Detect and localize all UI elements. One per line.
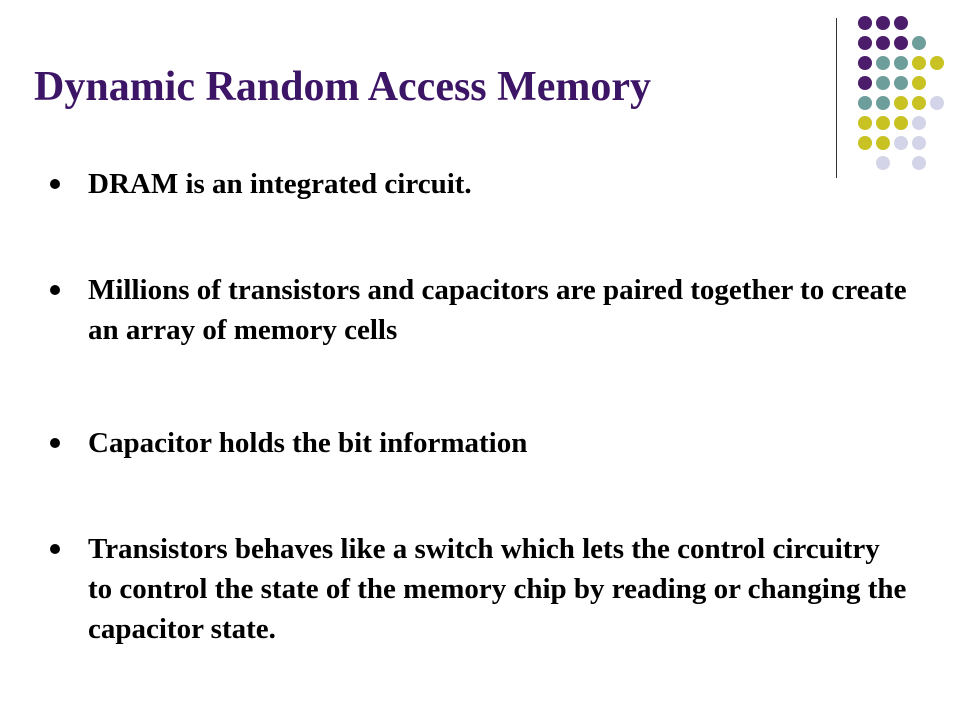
decor-dot [912,56,926,70]
decorative-divider [836,18,837,178]
decor-dot [912,76,926,90]
decor-dot [876,156,890,170]
bullet-text: Millions of transistors and capacitors a… [88,274,907,346]
decor-dot [894,116,908,130]
decor-dot [930,96,944,110]
decor-dot [858,36,872,50]
decor-dot [858,56,872,70]
decor-dot [858,116,872,130]
decor-dot [876,116,890,130]
decor-dot [894,76,908,90]
decor-dot [894,96,908,110]
decor-dot [876,36,890,50]
decor-dot [912,36,926,50]
decor-dot [876,136,890,150]
bullet-marker [50,285,60,295]
decor-dot [912,116,926,130]
bullet-text: DRAM is an integrated circuit. [88,168,472,200]
decor-dot [894,16,908,30]
decor-dot [930,56,944,70]
decor-dot [894,36,908,50]
decor-dot [876,76,890,90]
decor-dot [858,96,872,110]
decor-dot [894,136,908,150]
decor-dot [876,56,890,70]
decorative-dot-grid [842,10,944,170]
bullet-marker [50,544,60,554]
bullet-text: Transistors behaves like a switch which … [88,533,907,645]
decor-dot [858,16,872,30]
decor-dot [858,136,872,150]
bullet-item: Millions of transistors and capacitors a… [50,270,908,350]
decor-dot [912,136,926,150]
decor-dot [858,76,872,90]
slide-title: Dynamic Random Access Memory [34,64,652,110]
bullet-item: DRAM is an integrated circuit. [50,164,908,204]
decor-dot [912,96,926,110]
bullet-marker [50,438,60,448]
decor-dot [876,96,890,110]
decor-dot [876,16,890,30]
decor-dot [912,156,926,170]
bullet-item: Capacitor holds the bit information [50,423,908,463]
bullet-marker [50,179,60,189]
bullet-text: Capacitor holds the bit information [88,427,528,459]
decor-dot [894,56,908,70]
bullet-item: Transistors behaves like a switch which … [50,529,908,649]
